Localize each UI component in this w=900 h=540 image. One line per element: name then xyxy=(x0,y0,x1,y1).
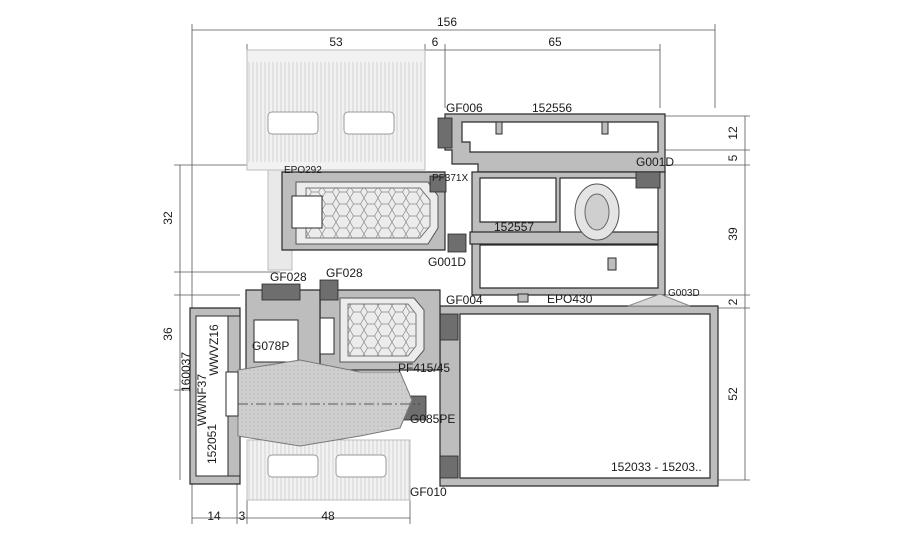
profile-152557 xyxy=(469,171,666,296)
dim-52: 52 xyxy=(726,387,740,401)
dim-5: 5 xyxy=(726,154,740,161)
label-epo430: EPO430 xyxy=(547,292,593,306)
dim-65: 65 xyxy=(548,35,562,49)
label-gf028-a: GF028 xyxy=(270,270,307,284)
lower-sash-insulation xyxy=(305,289,441,371)
dim-12: 12 xyxy=(726,126,740,140)
glass-pane-bottom xyxy=(246,439,411,501)
label-gf004: GF004 xyxy=(446,293,483,307)
dim-156: 156 xyxy=(437,15,457,29)
profile-152033 xyxy=(399,293,719,487)
dim-3: 3 xyxy=(239,509,246,523)
label-gf010: GF010 xyxy=(410,485,447,499)
glass-pane-top xyxy=(246,49,426,271)
dim-14: 14 xyxy=(207,509,221,523)
profile-152556 xyxy=(437,113,666,173)
label-g078p: G078P xyxy=(252,339,289,353)
label-gf006: GF006 xyxy=(446,101,483,115)
label-g003d: G003D xyxy=(668,288,700,299)
dim-2: 2 xyxy=(726,298,740,305)
central-insulator-fin xyxy=(225,359,420,447)
label-152033: 152033 - 15203.. xyxy=(611,460,702,474)
dim-53: 53 xyxy=(329,35,343,49)
dim-48: 48 xyxy=(321,509,335,523)
label-g085pe: G085PE xyxy=(410,412,455,426)
profile-g078p-region xyxy=(245,279,339,371)
label-epo292: EPO292 xyxy=(284,165,322,176)
dim-32: 32 xyxy=(161,211,175,225)
label-wwnf37: WWNF37 xyxy=(195,374,209,426)
part-labels: GF006 152556 EPO292 PF371X G001D 152557 … xyxy=(179,101,702,499)
profile-160037-152051 xyxy=(189,307,241,485)
label-g001d-top: G001D xyxy=(636,155,674,169)
label-gf028-b: GF028 xyxy=(326,266,363,280)
dimension-texts: 156 53 6 65 14 3 48 12 5 39 2 52 32 36 xyxy=(161,15,740,523)
label-160037: 160037 xyxy=(179,352,193,392)
label-g001d-mid: G001D xyxy=(428,255,466,269)
upper-sash-insulation xyxy=(281,171,467,253)
dim-6: 6 xyxy=(432,35,439,49)
dim-36: 36 xyxy=(161,327,175,341)
dim-39: 39 xyxy=(726,227,740,241)
label-152051: 152051 xyxy=(205,424,219,464)
label-152557: 152557 xyxy=(494,220,534,234)
label-pf415: PF415/45 xyxy=(398,361,450,375)
label-pf371x: PF371X xyxy=(432,173,468,184)
label-152556: 152556 xyxy=(532,101,572,115)
label-wwvz16: WWVZ16 xyxy=(207,324,221,376)
